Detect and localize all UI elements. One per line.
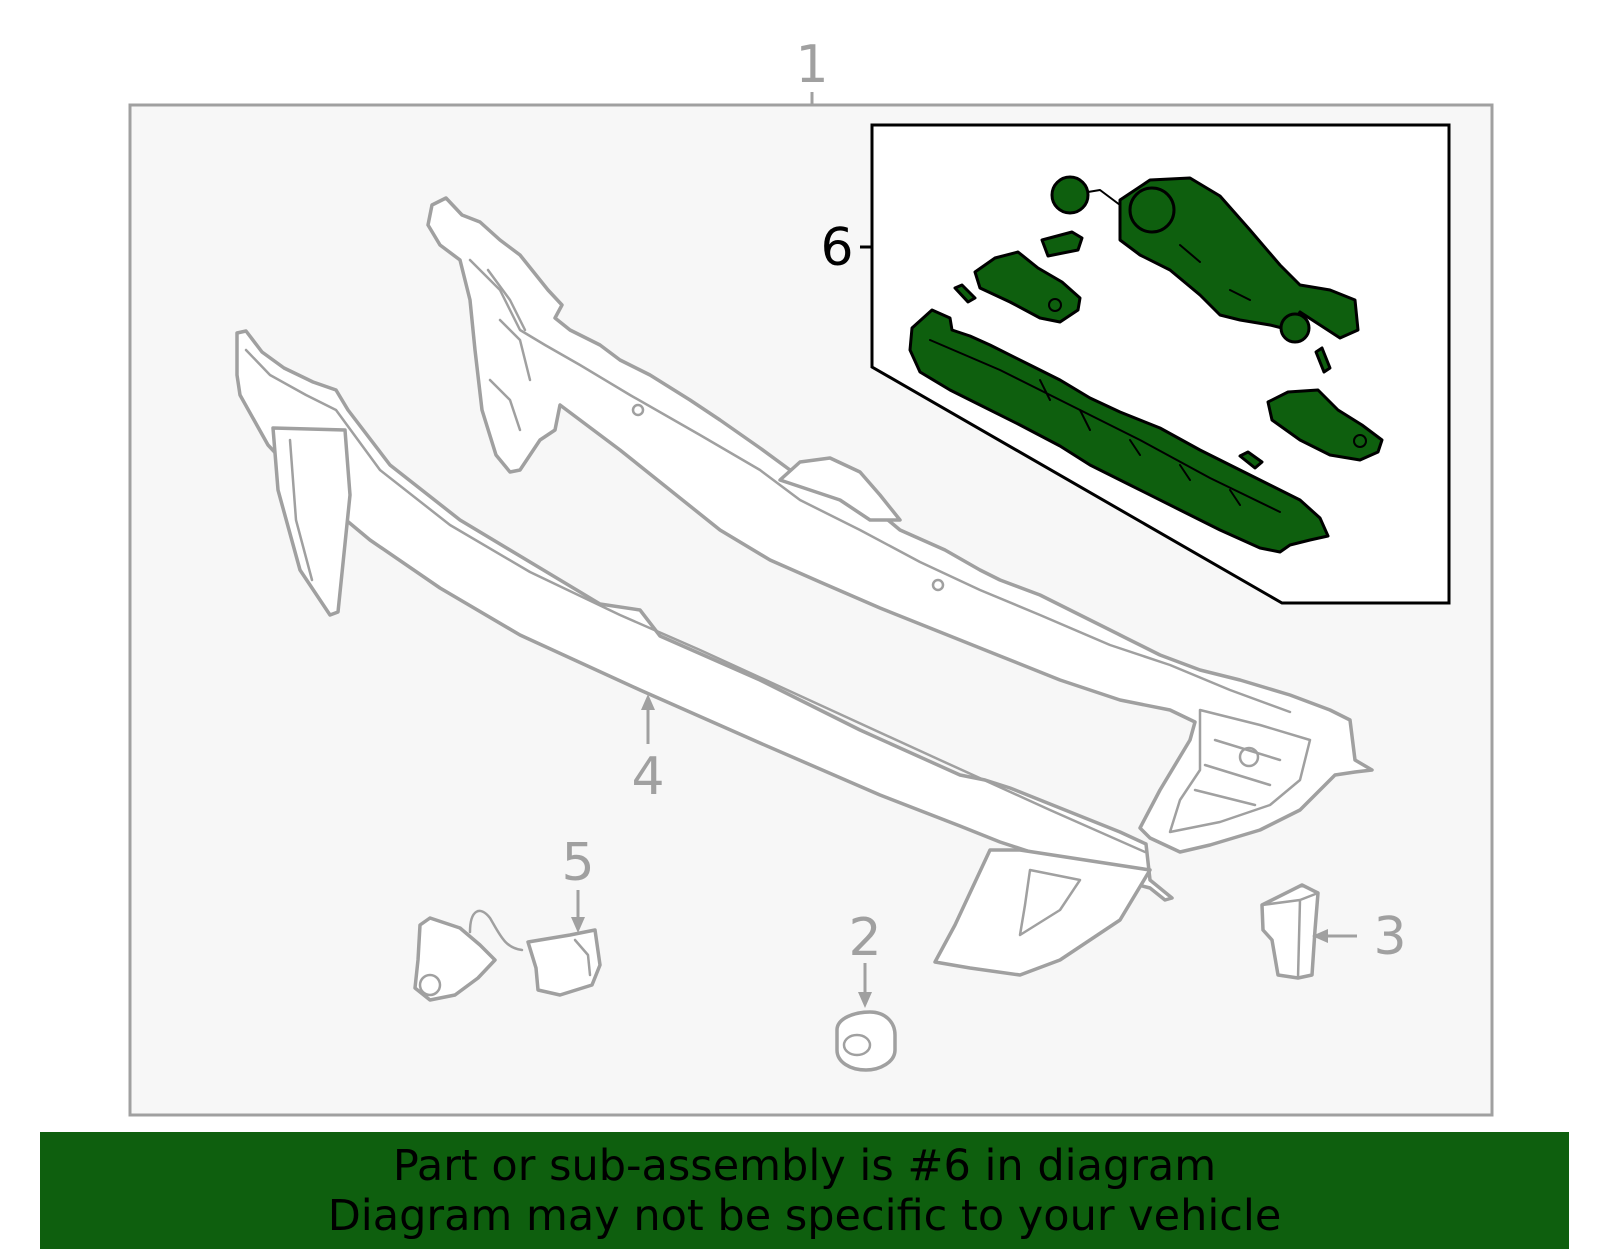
callout-5-arrowhead	[571, 917, 585, 933]
part-6-inset-frame	[870, 123, 1451, 605]
info-banner: Part or sub-assembly is #6 in diagram Di…	[40, 1132, 1569, 1249]
callout-6: 6	[820, 218, 853, 278]
part-2-spacer	[835, 1010, 897, 1072]
callout-4: 4	[631, 747, 664, 807]
callout-4-arrowhead	[641, 694, 655, 710]
part-5-camera-harness	[413, 909, 602, 1002]
callout-2-arrowhead	[858, 992, 872, 1008]
callout-1: 1	[795, 35, 828, 95]
banner-line-1: Part or sub-assembly is #6 in diagram	[392, 1140, 1217, 1191]
part-6-harness-assembly	[908, 175, 1384, 554]
callout-3: 3	[1373, 907, 1406, 967]
callout-3-arrowhead	[1312, 929, 1328, 943]
banner-line-2: Diagram may not be specific to your vehi…	[327, 1190, 1282, 1241]
part-4-lower-bar	[235, 329, 1174, 977]
part-1-upper-carrier	[426, 196, 1374, 854]
callout-2: 2	[848, 908, 881, 968]
callout-5: 5	[561, 833, 594, 893]
part-3-bracket	[1260, 883, 1320, 980]
